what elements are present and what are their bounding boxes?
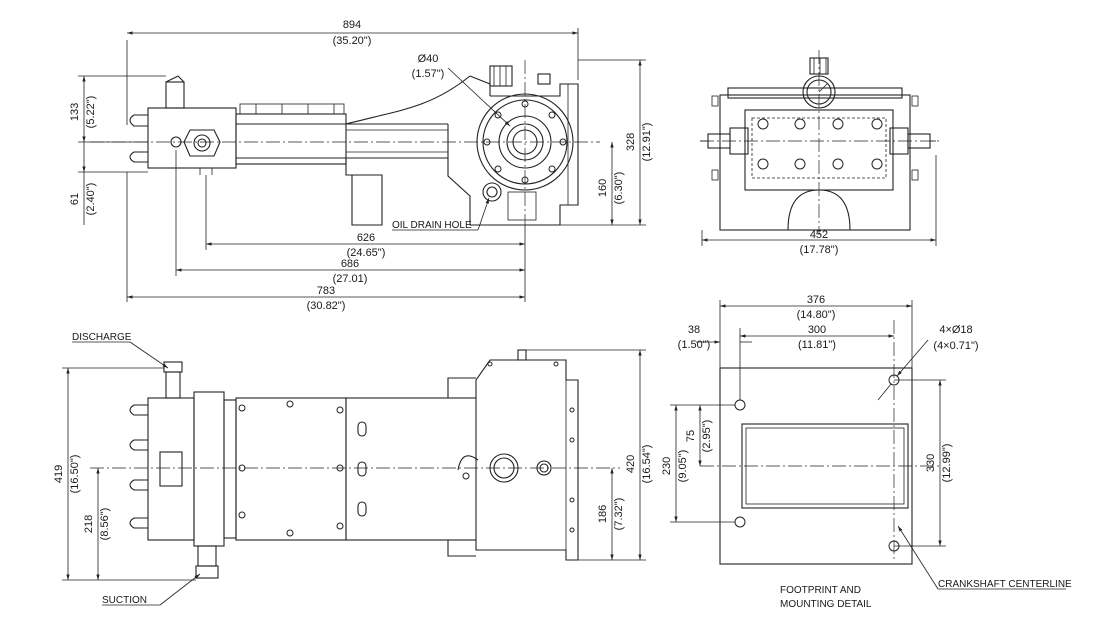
dim-783-in: (30.82") [307, 300, 346, 312]
dim-783-mm: 783 [317, 285, 335, 297]
top-view: 894 (35.20") [69, 19, 653, 312]
dim-61-in: (2.40") [85, 183, 97, 216]
dim-452-in: (17.78") [800, 244, 839, 256]
dim-218-mm: 218 [83, 515, 95, 533]
dim-328-mm: 328 [625, 133, 637, 151]
dim-626-in: (24.65") [347, 247, 386, 259]
dim-holes-in: (4×0.71") [933, 340, 978, 352]
dim-330-in: (12.99") [941, 444, 953, 483]
dim-133-mm: 133 [69, 103, 81, 121]
dim-330-mm: 330 [925, 454, 937, 472]
dim-894-mm: 894 [343, 19, 361, 31]
label-oil-drain-hole: OIL DRAIN HOLE [392, 220, 472, 231]
dim-160-in: (6.30") [613, 172, 625, 205]
dim-328-in: (12.91") [641, 123, 653, 162]
dim-686-mm: 686 [341, 258, 359, 270]
dim-dia40-in: (1.57") [412, 68, 445, 80]
dim-300-mm: 300 [808, 324, 826, 336]
side-view: DISCHARGE SUCTION 419 (16.50") 218 (8.56… [53, 332, 653, 606]
dim-376-in: (14.80") [797, 309, 836, 321]
dim-626-mm: 626 [357, 232, 375, 244]
end-view: 452 (17.78") [700, 50, 940, 256]
dim-38-in: (1.50") [678, 339, 711, 351]
dim-75-in: (2.95") [701, 420, 713, 453]
dim-230-in: (9.05") [677, 450, 689, 483]
dim-894-in: (35.20") [333, 35, 372, 47]
dim-419-in: (16.50") [69, 455, 81, 494]
dim-419-mm: 419 [53, 465, 65, 483]
dim-300-in: (11.81") [798, 339, 836, 351]
label-suction: SUCTION [102, 595, 147, 606]
dim-133-in: (5.22") [85, 96, 97, 129]
dim-230-mm: 230 [661, 457, 673, 475]
label-crankshaft-centerline: CRANKSHAFT CENTERLINE [938, 579, 1072, 590]
dim-452-mm: 452 [810, 229, 828, 241]
dim-186-mm: 186 [597, 505, 609, 523]
footprint-view: 376 (14.80") 300 (11.81") 38 (1.50") 4×Ø… [661, 294, 1072, 610]
dim-dia40-mm: Ø40 [418, 53, 439, 65]
dim-160-mm: 160 [597, 179, 609, 197]
dim-218-in: (8.56") [99, 508, 111, 541]
label-discharge: DISCHARGE [72, 332, 132, 343]
caption-line-2: MOUNTING DETAIL [780, 599, 872, 610]
dim-186-in: (7.32") [613, 498, 625, 531]
dim-61-mm: 61 [69, 193, 81, 205]
dim-686-in: (27.01) [333, 273, 368, 285]
dim-420-in: (16.54") [641, 445, 653, 484]
dim-38-mm: 38 [688, 324, 700, 336]
dim-75-mm: 75 [685, 430, 697, 442]
caption-line-1: FOOTPRINT AND [780, 585, 861, 596]
dim-420-mm: 420 [625, 455, 637, 473]
dim-holes-mm: 4×Ø18 [939, 324, 972, 336]
dim-376-mm: 376 [807, 294, 825, 306]
